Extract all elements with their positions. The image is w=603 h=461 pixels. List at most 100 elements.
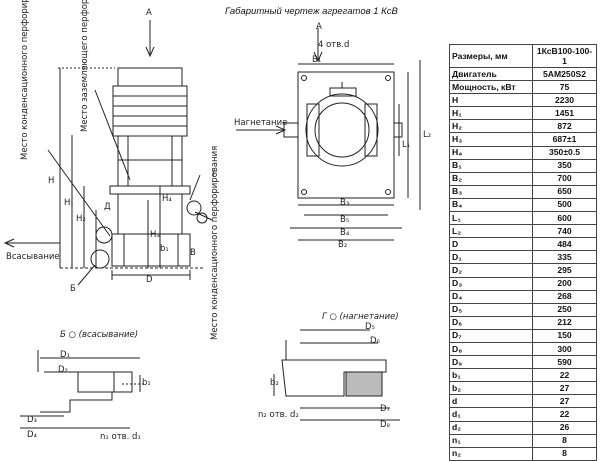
table-cell-value: 2230	[532, 93, 597, 108]
suction-label: Всасывание	[6, 252, 60, 262]
pump-body	[111, 233, 191, 267]
dim-d: D	[146, 275, 153, 285]
detail-b-d2: D₂	[58, 365, 68, 375]
pump-casing	[117, 193, 183, 235]
detail-b-b1: b₁	[142, 378, 151, 388]
table-cell-param: D₄	[449, 289, 533, 304]
table-cell-param: H₁	[449, 106, 533, 121]
table-cell-value: 27	[532, 381, 597, 396]
table-cell-param: B₁	[449, 158, 533, 173]
table-cell-value: 250	[532, 302, 597, 317]
table-cell-param: D	[449, 237, 533, 252]
table-header-value: 1КсВ100-100-1	[532, 44, 597, 68]
table-cell-param: D₆	[449, 315, 533, 330]
table-cell-value: 1451	[532, 106, 597, 121]
motor-body	[112, 85, 188, 137]
table-cell-value: 27	[532, 394, 597, 409]
table-cell-value: 335	[532, 250, 597, 265]
table-header-row: Размеры, мм 1КсВ100-100-1	[449, 44, 597, 68]
table-cell-param: n₁	[449, 433, 533, 448]
table-cell-param: b₁	[449, 368, 533, 383]
table-cell-value: 150	[532, 328, 597, 343]
drawing-title: Габаритный чертеж агрегатов 1 КсВ	[225, 6, 398, 17]
top-arrow-a-label: А	[316, 22, 322, 32]
discharge-label: Нагнетание	[234, 118, 288, 128]
table-cell-value: 268	[532, 289, 597, 304]
dim-b5-top: B₅	[340, 215, 350, 225]
dim-h4: H₄	[162, 194, 172, 204]
label-v: В	[190, 248, 196, 258]
table-cell-value: 22	[532, 368, 597, 383]
table-cell-param: B₂	[449, 171, 533, 186]
detail-g-d5: D₅	[365, 322, 375, 332]
dim-b2-top: B₂	[338, 240, 348, 250]
table-cell-param: L₂	[449, 224, 533, 239]
table-cell-value: 200	[532, 276, 597, 291]
table-cell-param: Двигатель	[449, 66, 533, 82]
detail-b-holes: n₁ отв. d₁	[100, 432, 141, 442]
suction-flange	[90, 249, 110, 269]
table-cell-param: d₁	[449, 407, 533, 422]
table-cell-param: D₇	[449, 328, 533, 343]
table-cell-value: 212	[532, 315, 597, 330]
arrow-a-head	[145, 46, 155, 58]
technical-drawing: А H H₁ H₂ H₃ H₄ D b₁ Д В Г Б Всасывание …	[3, 0, 431, 442]
detail-g-holes: n₂ отв. d₂	[258, 410, 299, 420]
table-cell-value: 500	[532, 197, 597, 213]
table-cell-param: D₁	[449, 250, 533, 265]
motor-ground-note: Место заземляющего перфорирования	[80, 0, 90, 132]
table-cell-value: 740	[532, 224, 597, 239]
table-cell-param: H₃	[449, 132, 533, 147]
top-view-flange-inner	[314, 102, 370, 158]
table-cell-param: H₂	[449, 119, 533, 134]
dim-b3-top: B₃	[340, 198, 350, 208]
detail-g-b2: b₂	[270, 378, 279, 388]
table-cell-value: 22	[532, 407, 597, 422]
table-cell-param: H	[449, 93, 533, 108]
table-cell-param: D₉	[449, 355, 533, 370]
top-view-left-lug	[306, 103, 320, 157]
table-header-param: Размеры, мм	[449, 44, 533, 68]
motor-top	[117, 67, 183, 87]
table-cell-param: D₂	[449, 263, 533, 278]
base-plate	[109, 185, 191, 195]
top-view-frame	[297, 71, 395, 199]
table-cell-value: 600	[532, 211, 597, 226]
dim-h: H	[48, 176, 55, 186]
top-view-flange-outer	[305, 93, 379, 167]
table-cell-value: 75	[532, 80, 597, 95]
top-holes: 4 отв.d	[318, 40, 350, 50]
table-cell-param: B₄	[449, 197, 533, 213]
detail-b-d3: D₃	[27, 415, 37, 425]
detail-g-title: Г ○ (нагнетание)	[322, 312, 399, 322]
table-cell-param: Мощность, кВт	[449, 80, 533, 95]
dim-b1: b₁	[160, 244, 169, 254]
table-cell-param: d₂	[449, 420, 533, 435]
detail-b-d4: D₄	[27, 430, 37, 440]
table-cell-param: B₃	[449, 184, 533, 199]
table-cell-value: 590	[532, 355, 597, 370]
dim-l1-top: L₁	[402, 140, 411, 150]
